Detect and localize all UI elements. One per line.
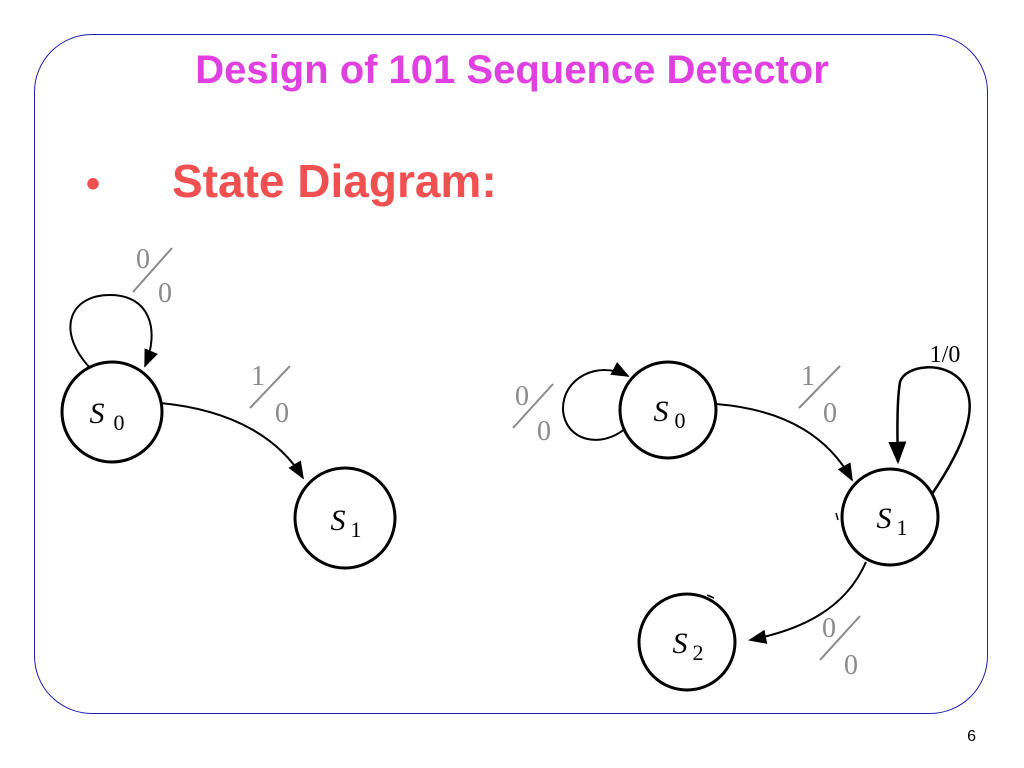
left-s0-to-s1-arrow xyxy=(159,402,304,480)
label-output: 0 xyxy=(823,398,837,429)
right-s1-to-s2-arrow xyxy=(748,561,867,644)
right-transition-label: 1 0 xyxy=(798,361,841,429)
page-number: 6 xyxy=(967,728,976,745)
left-loop-label: 0 0 xyxy=(132,244,173,309)
right-s1-self-loop xyxy=(888,366,971,495)
state-letter: S xyxy=(654,395,669,428)
state-letter: S xyxy=(90,397,105,430)
right-state-s0: S 0 xyxy=(618,360,718,460)
label-output: 0 xyxy=(275,398,289,429)
right-s0-self-loop xyxy=(561,362,630,441)
slide-frame xyxy=(34,34,988,714)
right-s0-to-s1-arrow xyxy=(715,403,853,482)
label-output: 0 xyxy=(844,650,858,681)
right-s1-s2-label: 0 0 xyxy=(819,613,861,681)
left-transition-label: 1 0 xyxy=(249,361,291,429)
state-subscript: 0 xyxy=(114,410,125,435)
label-input: 0 xyxy=(515,381,529,412)
right-diagram: S 0 S 1 S 2 0 0 1 0 1/0 xyxy=(512,342,971,692)
label-input: 0 xyxy=(822,613,836,644)
state-subscript: 2 xyxy=(693,640,704,665)
right-state-s2: S 2 xyxy=(637,592,737,692)
label-input: 1 xyxy=(251,361,265,392)
state-letter: S xyxy=(331,504,346,537)
state-letter: S xyxy=(673,627,688,660)
state-letter: S xyxy=(877,502,892,535)
right-state-s1: S 1 xyxy=(840,467,940,567)
left-state-s0: S 0 xyxy=(60,360,164,464)
section-heading: State Diagram: xyxy=(172,155,497,207)
slide-title: Design of 101 Sequence Detector xyxy=(195,48,829,92)
tick-mark xyxy=(835,512,839,521)
label-output: 0 xyxy=(537,416,551,447)
left-s0-self-loop xyxy=(69,293,158,369)
label-output: 0 xyxy=(158,278,172,309)
state-subscript: 0 xyxy=(675,408,686,433)
label-input: 1 xyxy=(801,361,815,392)
left-state-s1: S 1 xyxy=(293,466,397,570)
state-subscript: 1 xyxy=(897,515,908,540)
label-input: 0 xyxy=(136,244,150,275)
left-diagram: S 0 S 1 0 0 1 0 xyxy=(60,244,397,570)
bullet-marker: • xyxy=(86,162,101,206)
right-loop-label: 0 0 xyxy=(512,381,554,447)
tick-mark xyxy=(706,594,715,599)
state-subscript: 1 xyxy=(351,517,362,542)
right-s1-loop-label: 1/0 xyxy=(930,342,961,368)
